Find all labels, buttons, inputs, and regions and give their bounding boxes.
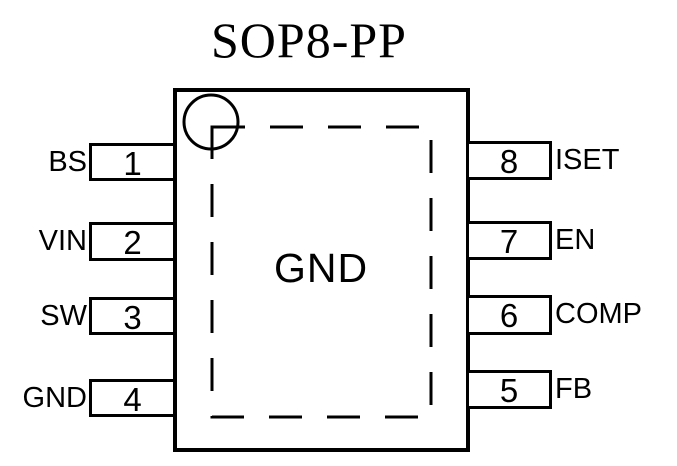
pin-name-gnd: GND	[22, 382, 87, 414]
pin1-marker-icon	[182, 93, 240, 151]
pin-box-4: 4	[89, 379, 176, 417]
pin-box-7: 7	[466, 221, 552, 260]
pin-name-fb: FB	[555, 373, 593, 405]
pin-name-iset: ISET	[555, 144, 620, 176]
ic-body-outline	[173, 88, 470, 452]
pin-number-3: 3	[123, 299, 142, 336]
exposed-pad-label: GND	[273, 245, 369, 291]
pin-number-7: 7	[499, 223, 519, 260]
pin-name-vin: VIN	[38, 225, 87, 257]
pin-number-5: 5	[499, 372, 519, 409]
pin-number-8: 8	[499, 143, 519, 180]
exposed-pad-dashed-outline	[210, 125, 433, 419]
package-title: SOP8-PP	[211, 12, 407, 68]
pin-name-gnd-left: SW	[40, 300, 87, 332]
pin-name-en: EN	[555, 224, 596, 256]
pin-name-bs: BS	[48, 146, 87, 178]
pin-box-5: 5	[466, 370, 552, 409]
pin-number-2: 2	[123, 224, 142, 261]
pin-box-2: 2	[89, 222, 176, 261]
pin-box-6: 6	[466, 295, 552, 335]
pin-box-3: 3	[89, 297, 176, 335]
pin-box-1: 1	[89, 143, 176, 181]
pin-number-6: 6	[499, 297, 519, 334]
pin-box-8: 8	[466, 141, 552, 180]
pin-name-comp: COMP	[555, 298, 642, 330]
pin-number-1: 1	[123, 145, 142, 182]
pin-number-4: 4	[123, 381, 142, 418]
